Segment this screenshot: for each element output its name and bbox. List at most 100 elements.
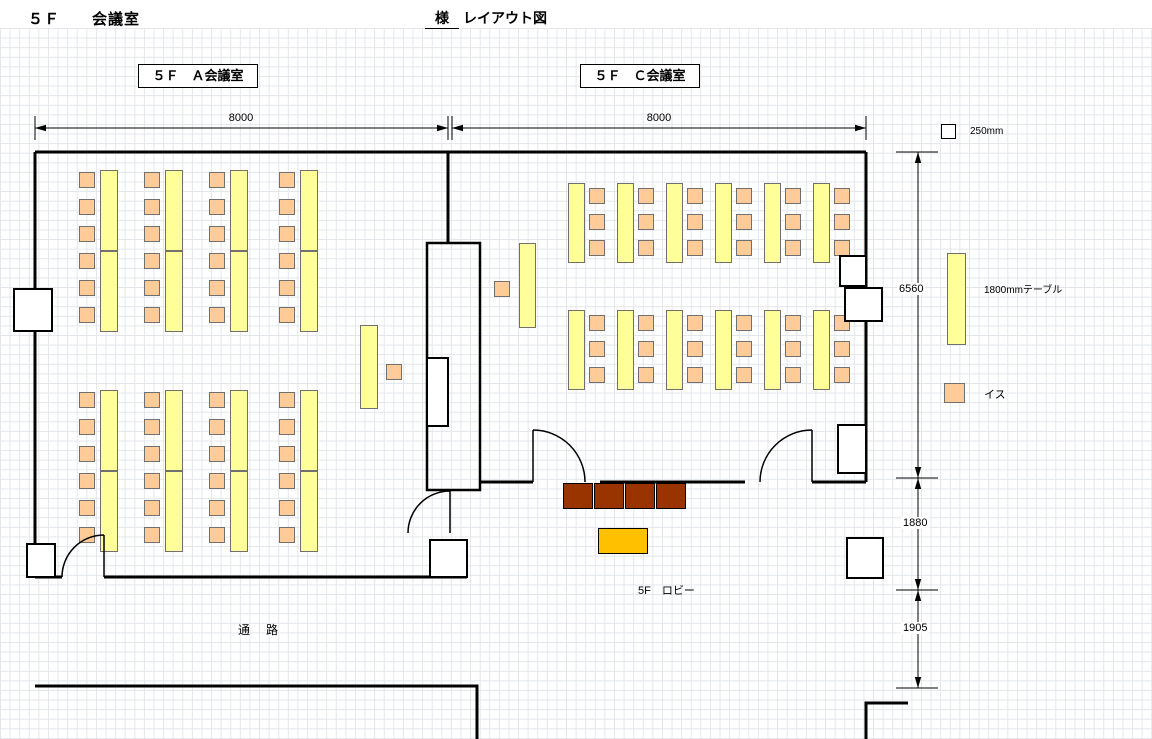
table (568, 310, 585, 390)
chair (736, 240, 752, 256)
table (568, 183, 585, 263)
chair (209, 172, 225, 188)
dimension-arrows (35, 124, 922, 688)
chair (589, 315, 605, 331)
walls (33, 150, 908, 739)
chair (589, 240, 605, 256)
chair (589, 214, 605, 230)
chair (279, 473, 295, 489)
lobby-label: 5F ロビー (638, 585, 695, 597)
door-room-c-right (759, 429, 813, 483)
table (813, 310, 830, 390)
chair (834, 214, 850, 230)
chair (279, 199, 295, 215)
chair (144, 392, 160, 408)
chair (79, 527, 95, 543)
table (230, 471, 248, 552)
chair (589, 188, 605, 204)
chair (638, 341, 654, 357)
chair (589, 341, 605, 357)
table (666, 183, 683, 263)
chair (79, 473, 95, 489)
chair (79, 253, 95, 269)
chair (144, 226, 160, 242)
chair (209, 253, 225, 269)
table (300, 251, 318, 332)
chair (209, 307, 225, 323)
reception-desk (598, 528, 648, 554)
chair (279, 172, 295, 188)
chair (279, 226, 295, 242)
chair (209, 500, 225, 516)
table (300, 390, 318, 471)
legend-table-swatch (947, 253, 966, 345)
table (230, 251, 248, 332)
chair (687, 315, 703, 331)
chair (79, 307, 95, 323)
dim-room-height: 6560 (897, 283, 926, 295)
chair (209, 446, 225, 462)
chair (785, 240, 801, 256)
dim-room-a-width: 8000 (228, 112, 254, 124)
chair (785, 367, 801, 383)
chair (79, 419, 95, 435)
table (813, 183, 830, 263)
legend-chair-swatch (944, 383, 965, 403)
chair (687, 214, 703, 230)
table (617, 183, 634, 263)
chair (144, 500, 160, 516)
doc-title-text: レイアウト図 (463, 12, 547, 27)
table (100, 251, 118, 332)
table (300, 170, 318, 251)
chair (209, 527, 225, 543)
chair (79, 226, 95, 242)
chair (279, 419, 295, 435)
chair (638, 240, 654, 256)
customer-name-blank: 様 (425, 8, 459, 29)
door-vestibule (407, 490, 451, 534)
chair (144, 253, 160, 269)
chair (144, 280, 160, 296)
table (165, 170, 183, 251)
chair (144, 172, 160, 188)
chair (736, 315, 752, 331)
table (300, 471, 318, 552)
chair (79, 199, 95, 215)
chair (638, 188, 654, 204)
chair (144, 446, 160, 462)
table (715, 310, 732, 390)
doc-title: 様レイアウト図 (425, 8, 547, 29)
table (165, 390, 183, 471)
dim-corridor-depth: 1905 (901, 622, 930, 634)
chair (79, 500, 95, 516)
chair (785, 188, 801, 204)
chair (144, 473, 160, 489)
chair (209, 226, 225, 242)
chair (589, 367, 605, 383)
vestibule-walls (425, 241, 482, 492)
table (360, 325, 378, 409)
chair (209, 473, 225, 489)
chair (785, 315, 801, 331)
legend-table-label: 1800mmテーブル (984, 285, 1063, 296)
chair (834, 367, 850, 383)
legend-unit-label: 250mm (970, 126, 1004, 137)
table (100, 170, 118, 251)
table (230, 170, 248, 251)
chair (209, 280, 225, 296)
chair (279, 527, 295, 543)
dim-lobby-depth: 1880 (901, 517, 930, 529)
pillars (13, 255, 884, 579)
table (100, 390, 118, 471)
passage-label: 通 路 (238, 623, 281, 637)
chair (144, 307, 160, 323)
chair (79, 446, 95, 462)
table (666, 310, 683, 390)
legend-unit-swatch (941, 124, 956, 139)
table (617, 310, 634, 390)
chair (79, 172, 95, 188)
chair (736, 367, 752, 383)
